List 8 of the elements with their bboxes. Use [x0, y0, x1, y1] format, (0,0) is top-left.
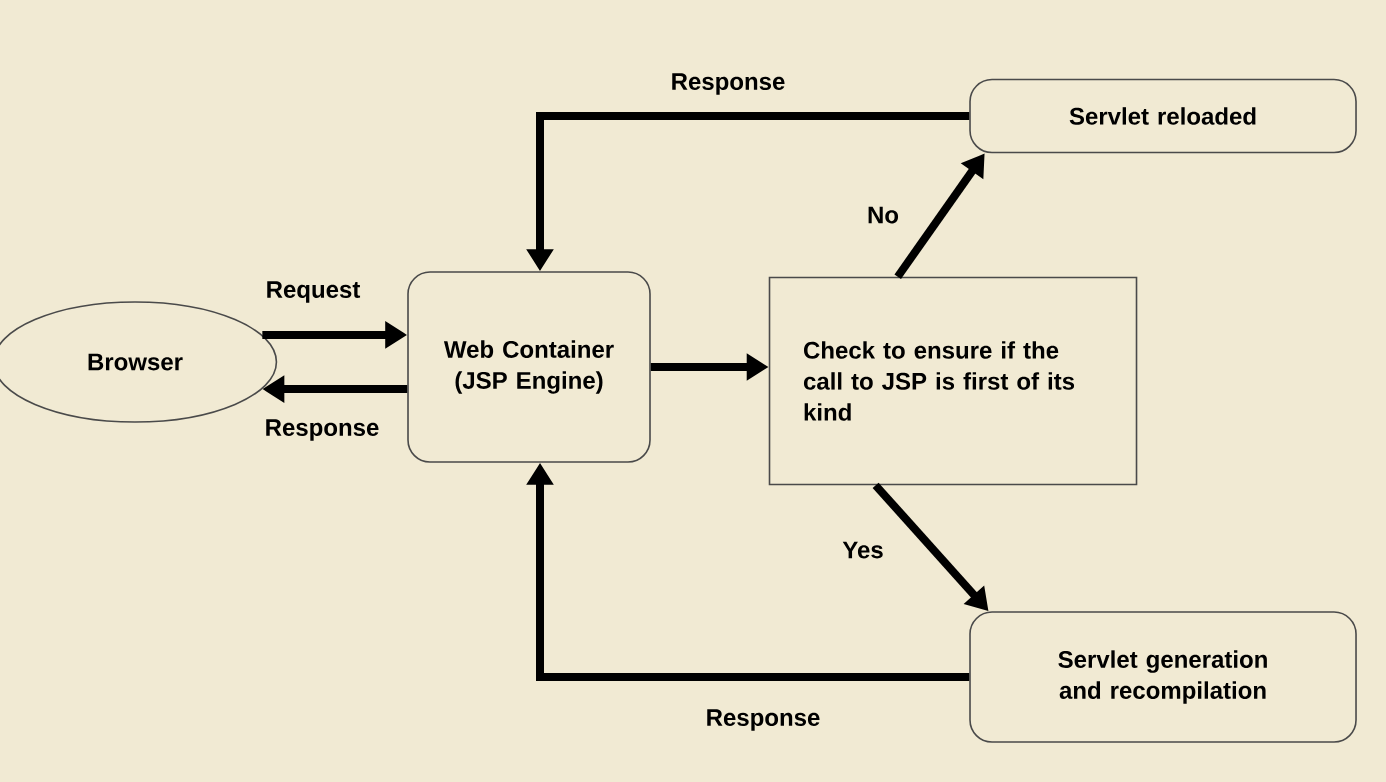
edge-label: Response [668, 71, 788, 97]
edge-label: No [865, 204, 901, 226]
process-box: Servlet generation and recompilation [969, 611, 1357, 743]
edge-label: Response [703, 707, 823, 733]
process-box: Web Container (JSP Engine) [407, 271, 651, 463]
edge-label: Yes [840, 539, 886, 561]
decision-box: Check to ensure if the call to JSP is first of its kind [768, 276, 1138, 486]
process-box: Servlet reloaded [969, 78, 1357, 154]
